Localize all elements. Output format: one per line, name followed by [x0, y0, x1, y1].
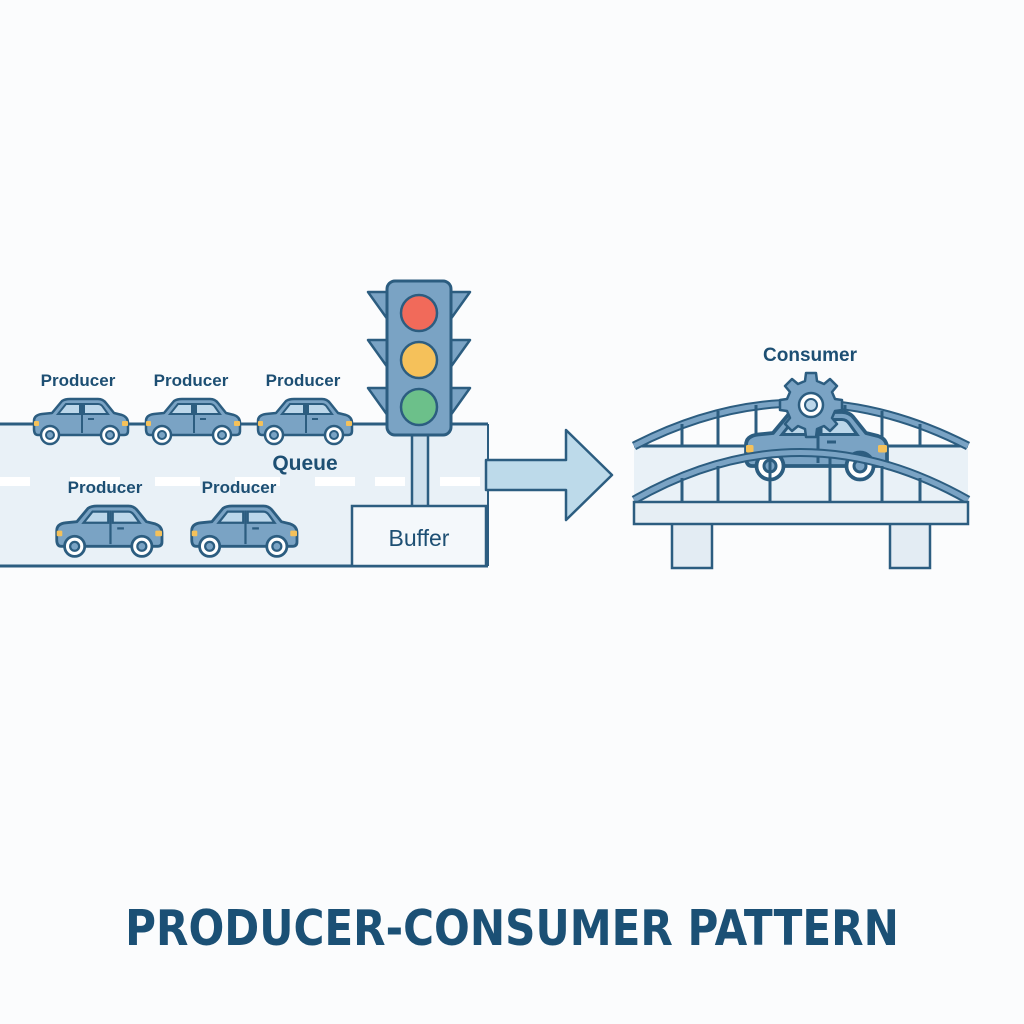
diagram-title: PRODUCER-CONSUMER PATTERN — [125, 900, 899, 957]
producer-label-2: Producer — [154, 371, 229, 390]
red-light — [399, 293, 439, 333]
bridge-front — [631, 448, 971, 526]
buffer-label: Buffer — [389, 525, 450, 551]
buffer-box — [350, 504, 488, 568]
producer-label-4: Producer — [68, 478, 143, 497]
green-light — [399, 387, 439, 427]
gear-icon — [778, 371, 844, 439]
producer-label-1: Producer — [41, 371, 116, 390]
flow-arrow-icon — [484, 428, 614, 522]
yellow-light — [399, 340, 439, 380]
producer-label-5: Producer — [202, 478, 277, 497]
queue-label: Queue — [272, 452, 337, 475]
lane-divider — [0, 477, 480, 486]
producer-label-3: Producer — [266, 371, 341, 390]
consumer-label: Consumer — [763, 345, 858, 366]
